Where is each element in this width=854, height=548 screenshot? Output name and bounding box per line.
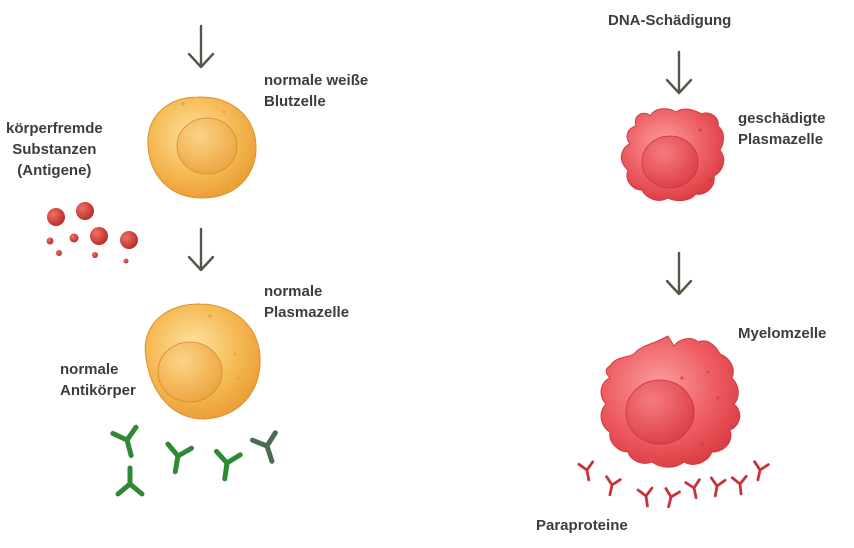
antibody-icon [113,427,143,458]
antigen-drops [46,202,138,264]
paraprotein-icon [706,476,727,499]
paraprotein-icon [730,474,750,497]
white-blood-cell [147,96,257,199]
antibody-icon [252,433,283,465]
dna-damage-label: DNA-Schädigung [608,12,732,29]
paraprotein-icon [660,487,681,510]
myeloma-cell [600,335,741,468]
antigens-label: körperfremde Substanzen (Antigene) [6,120,103,179]
plasma-cell-label: normale Plasmazelle [264,283,350,321]
paraprotein-icon [749,460,770,483]
arrow-down-icon [187,227,215,272]
paraprotein-icon [601,475,622,498]
paraprotein-icon [636,486,656,509]
damaged-plasma-cell-label: geschädigte Plasmazelle [738,110,826,148]
antibodies [113,427,284,494]
paraproteins [577,460,770,510]
antibody-icon [163,444,191,474]
paraprotein-icon [684,478,705,501]
antibody-icon [118,468,142,494]
arrow-down-icon [187,24,215,69]
arrow-down-icon [665,251,693,296]
antibody-icon [213,451,240,480]
plasma-cell [144,303,261,420]
myeloma-cell-label: Myelomzelle [738,325,827,342]
paraproteins-label: Paraproteine [536,517,628,534]
damaged-plasma-cell [621,108,725,202]
antibodies-label: normale Antikörper [60,361,136,399]
white-blood-cell-label: normale weiße Blutzelle [264,72,369,110]
arrow-down-icon [665,50,693,95]
paraprotein-icon [577,460,598,483]
